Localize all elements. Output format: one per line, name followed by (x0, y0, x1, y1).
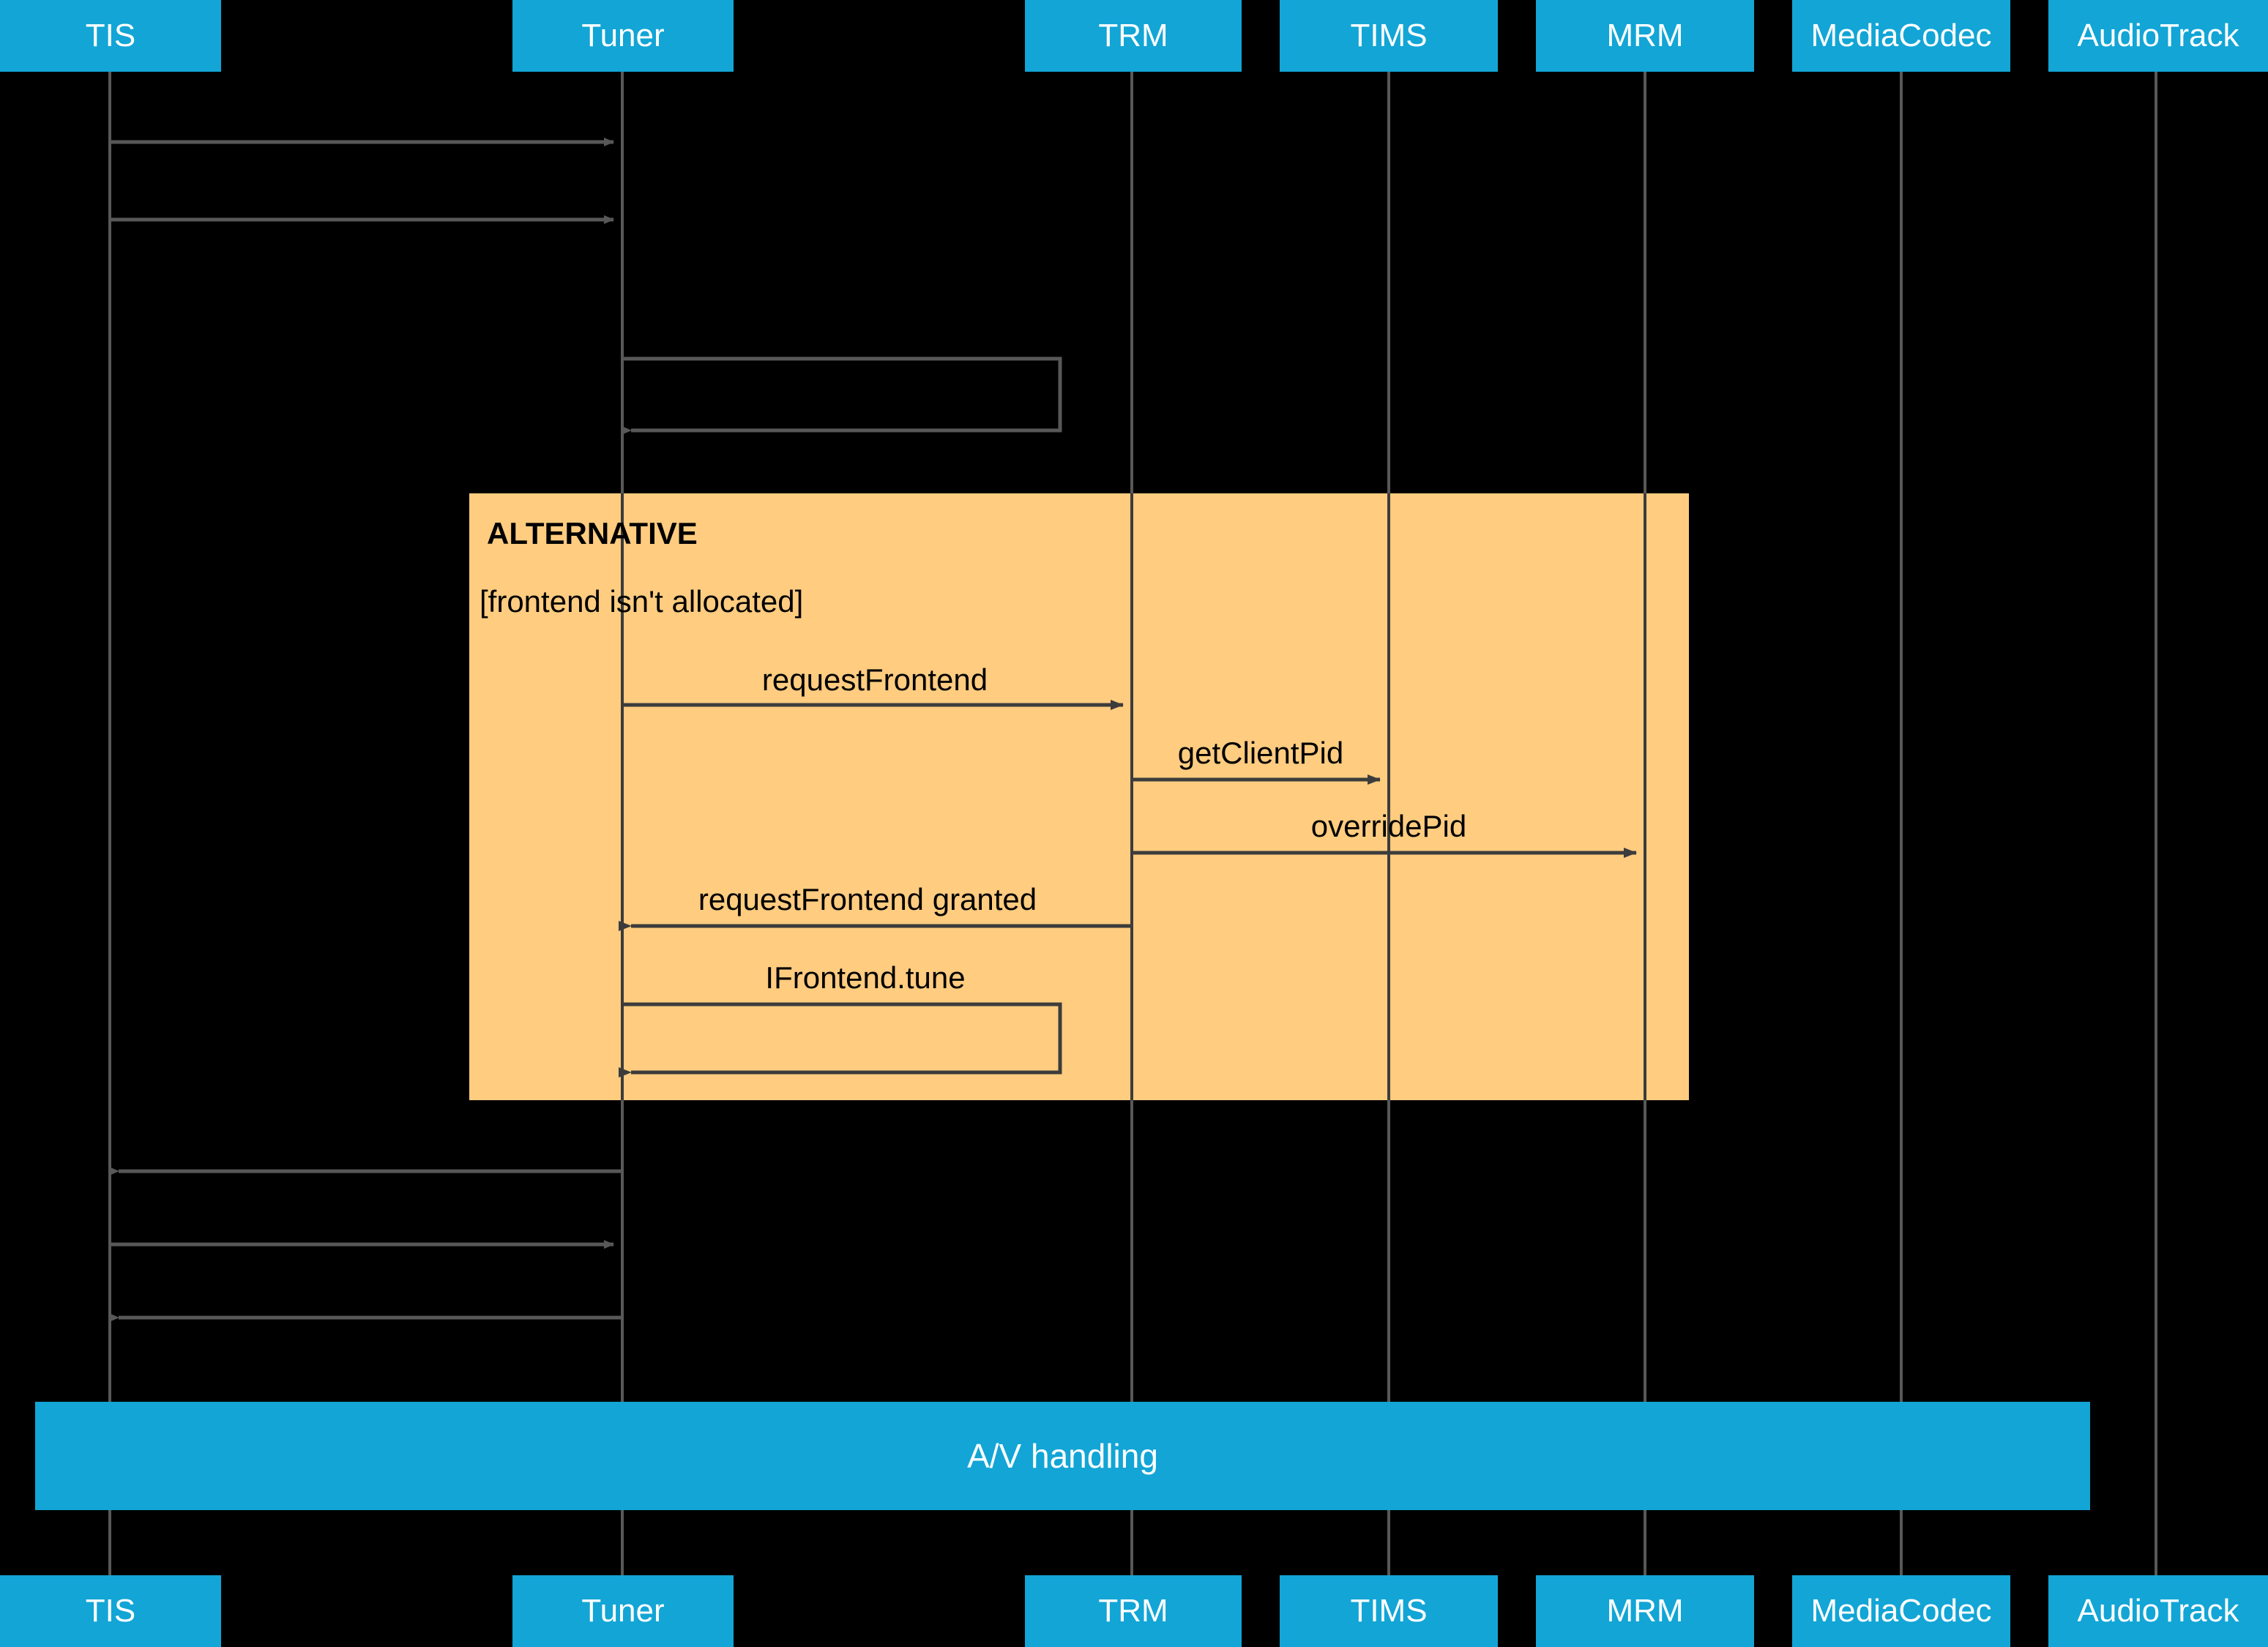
participant-footer-audiotrack[interactable]: AudioTrack (2048, 1575, 2268, 1647)
participant-footer-mediacodec[interactable]: MediaCodec (1792, 1575, 2010, 1647)
message-label-requestFrontend: requestFrontend (761, 662, 988, 697)
outer-messages (109, 138, 1062, 1322)
participant-header-tuner[interactable]: Tuner (512, 0, 734, 72)
participant-footer-mrm[interactable]: MRM (1536, 1575, 1754, 1647)
participant-header-tis[interactable]: TIS (0, 0, 221, 72)
alt-fragment-guard-condition: [frontend isn't allocated] (480, 584, 804, 619)
alt-fragment (469, 493, 1689, 1100)
message-label-requestFrontend-granted: requestFrontend granted (698, 882, 1037, 916)
participant-header-tims[interactable]: TIMS (1280, 0, 1498, 72)
alt-fragment-operator-label: ALTERNATIVE (487, 516, 698, 550)
message-label-getClientPid: getClientPid (1177, 736, 1344, 770)
participant-footer-tuner[interactable]: Tuner (512, 1575, 734, 1647)
message-label-overridePid: overridePid (1310, 809, 1467, 843)
participant-header-mrm[interactable]: MRM (1536, 0, 1754, 72)
participant-footer-tims[interactable]: TIMS (1280, 1575, 1498, 1647)
lifelines-inside-fragment (621, 493, 1646, 1100)
participant-header-audiotrack[interactable]: AudioTrack (2048, 0, 2268, 72)
message-m8-self-loop (619, 1002, 1062, 1078)
participant-footer-trm[interactable]: TRM (1025, 1575, 1242, 1647)
message-label-IFrontend-tune: IFrontend.tune (765, 960, 966, 995)
participant-header-trm[interactable]: TRM (1025, 0, 1242, 72)
fragment-messages (619, 700, 1637, 1078)
message-m3-self-loop (622, 356, 1062, 435)
participant-header-mediacodec[interactable]: MediaCodec (1792, 0, 2010, 72)
grouped-activity-av-handling[interactable]: A/V handling (35, 1402, 2090, 1510)
participant-footer-tis[interactable]: TIS (0, 1575, 221, 1647)
